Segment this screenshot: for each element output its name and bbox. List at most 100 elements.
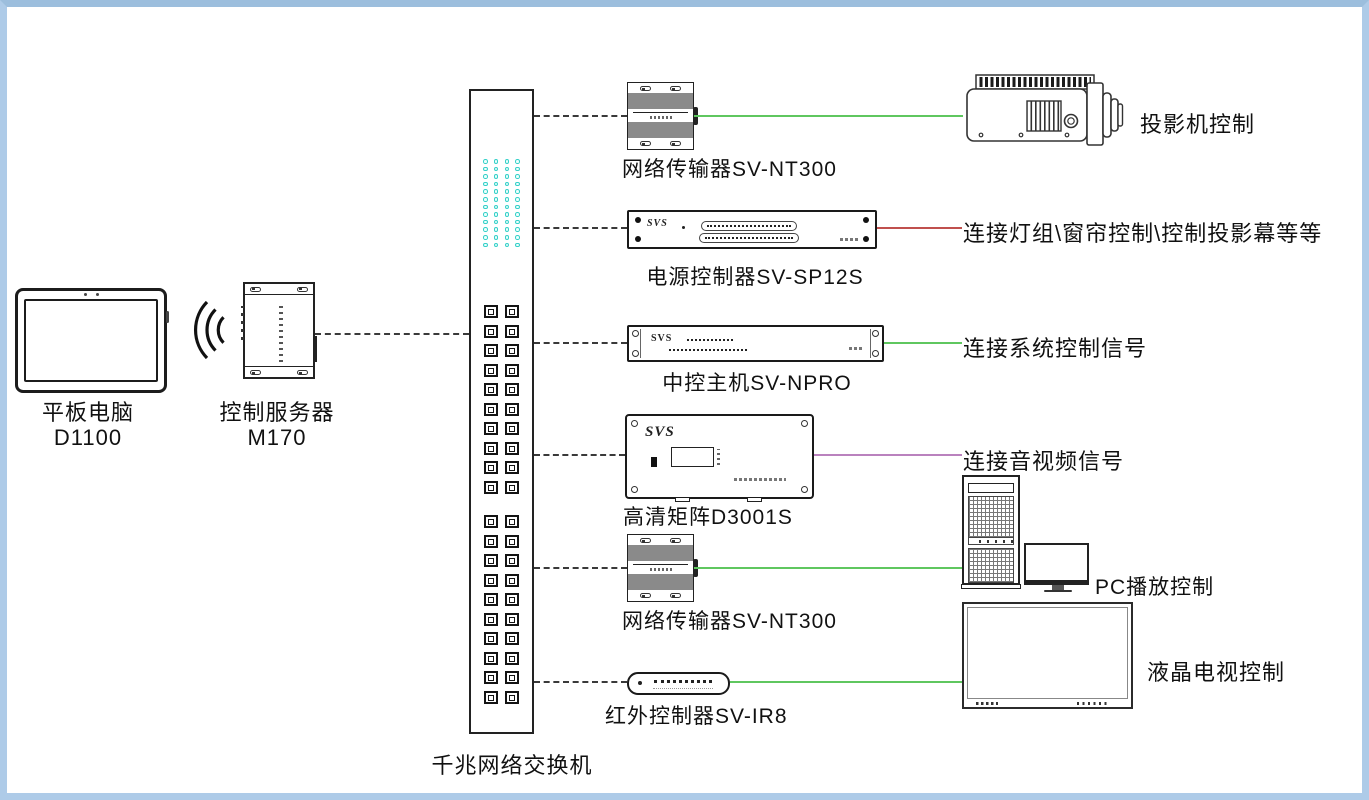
pc-monitor-icon xyxy=(1024,543,1089,592)
led-indicator-icon xyxy=(515,197,520,202)
gigabit-switch-icon xyxy=(469,89,534,734)
connection-switch-to-npro xyxy=(534,342,627,344)
rj45-port-icon xyxy=(505,612,519,626)
screw-icon xyxy=(872,350,879,357)
rj45-port-icon xyxy=(505,344,519,357)
rj45-port-icon xyxy=(484,480,498,494)
matrix-display xyxy=(671,447,714,467)
led-indicator-icon xyxy=(493,242,499,248)
screw-icon xyxy=(863,236,869,242)
led-indicator-icon xyxy=(515,181,520,187)
tiny-markings xyxy=(840,238,858,241)
rj45-port-icon xyxy=(505,690,519,704)
led-indicator-icon xyxy=(515,227,520,232)
rj45-port-icon xyxy=(505,305,519,318)
tablet-screen xyxy=(24,299,158,382)
led-indicator-icon xyxy=(504,181,510,187)
button-row xyxy=(669,349,747,351)
rj45-port-icon xyxy=(505,363,519,377)
connection-nt300-to-projector xyxy=(694,115,963,117)
rack-divider xyxy=(640,329,641,358)
rj45-port-icon xyxy=(505,422,519,435)
rj45-port-icon xyxy=(484,632,498,645)
led-indicator-icon xyxy=(504,204,510,210)
led-indicator-icon xyxy=(493,159,499,164)
led-indicator-icon xyxy=(504,174,510,179)
nt300-slot xyxy=(640,538,651,543)
led-indicator-icon xyxy=(504,227,510,232)
rj45-port-icon xyxy=(505,480,519,494)
led-indicator-icon xyxy=(493,212,499,217)
matrix-foot xyxy=(747,498,762,502)
tower-led-strip xyxy=(968,537,1014,545)
server-side-connectors xyxy=(241,306,244,340)
led-indicator-icon xyxy=(493,189,499,194)
screw-icon xyxy=(632,330,639,337)
rj45-port-icon xyxy=(484,441,498,455)
tiny-markings xyxy=(734,478,786,481)
rj45-port-icon xyxy=(484,515,498,528)
server-slot xyxy=(250,286,261,292)
ir-port-row xyxy=(654,680,712,683)
server-slot xyxy=(250,370,261,375)
server-vertical-markings xyxy=(277,304,285,362)
switch-label: 千兆网络交换机 xyxy=(431,753,593,778)
rj45-port-icon xyxy=(484,305,498,318)
rj45-port-icon xyxy=(484,363,498,377)
pc-tower-icon xyxy=(961,475,1021,589)
rj45-port-icon xyxy=(505,671,519,684)
connection-sp12s-to-loads xyxy=(877,227,962,229)
server-side-port xyxy=(313,336,317,362)
screw-icon xyxy=(635,217,641,223)
connection-server-to-switch xyxy=(315,333,469,335)
led-indicator-icon xyxy=(483,204,488,210)
tablet-device-icon xyxy=(15,288,169,393)
ir-label-row xyxy=(653,688,713,689)
screw-icon xyxy=(631,486,638,493)
branch1-target-label: 投影机控制 xyxy=(1140,112,1256,137)
led-indicator-icon xyxy=(483,166,488,172)
nt300-gray-band xyxy=(628,545,693,561)
led-indicator-icon xyxy=(493,227,499,232)
branch2-device-label: 电源控制器SV-SP12S xyxy=(646,266,864,289)
rj45-port-icon xyxy=(484,461,498,474)
tablet-model-label: D1100 xyxy=(53,425,123,450)
led-indicator-icon xyxy=(515,159,520,164)
rack-divider xyxy=(870,329,871,358)
nt300-gray-band xyxy=(628,122,693,138)
rj45-port-icon xyxy=(484,554,498,567)
led-indicator-icon xyxy=(483,159,488,164)
led-indicator-icon xyxy=(504,219,510,225)
led-indicator-icon xyxy=(515,242,520,248)
screw-icon xyxy=(631,420,638,427)
led-indicator-icon xyxy=(493,219,499,225)
rj45-port-icon xyxy=(505,324,519,338)
led-indicator-icon xyxy=(515,166,520,172)
server-bottom-flange xyxy=(245,366,313,377)
rj45-port-icon xyxy=(505,383,519,396)
brand-logo: SVS xyxy=(645,424,675,440)
led-indicator-icon xyxy=(515,174,520,179)
matrix-foot xyxy=(675,498,690,502)
branch5-device-label: 网络传输器SV-NT300 xyxy=(622,610,837,633)
tiny-markings xyxy=(849,347,863,350)
brand-logo: SVS xyxy=(651,333,673,344)
connection-switch-to-nt300-2 xyxy=(534,567,627,569)
connection-switch-to-sp12s xyxy=(534,227,627,229)
tower-drive-bay xyxy=(968,483,1014,493)
ir-controller-icon xyxy=(627,672,730,695)
led-indicator-icon xyxy=(504,235,510,240)
rj45-port-icon xyxy=(505,651,519,665)
tv-screen xyxy=(967,607,1128,699)
led-indicator-icon xyxy=(493,174,499,179)
led-indicator-icon xyxy=(483,189,488,194)
tower-mesh-panel xyxy=(968,548,1014,583)
rj45-port-icon xyxy=(484,690,498,704)
rj45-port-icon xyxy=(484,534,498,548)
led-indicator-icon xyxy=(515,212,520,217)
rj45-port-icon xyxy=(505,593,519,606)
wireless-signal-icon xyxy=(193,301,225,359)
rj45-port-icon xyxy=(505,441,519,455)
led-indicator-icon xyxy=(493,204,499,210)
connection-switch-to-matrix xyxy=(534,454,625,456)
